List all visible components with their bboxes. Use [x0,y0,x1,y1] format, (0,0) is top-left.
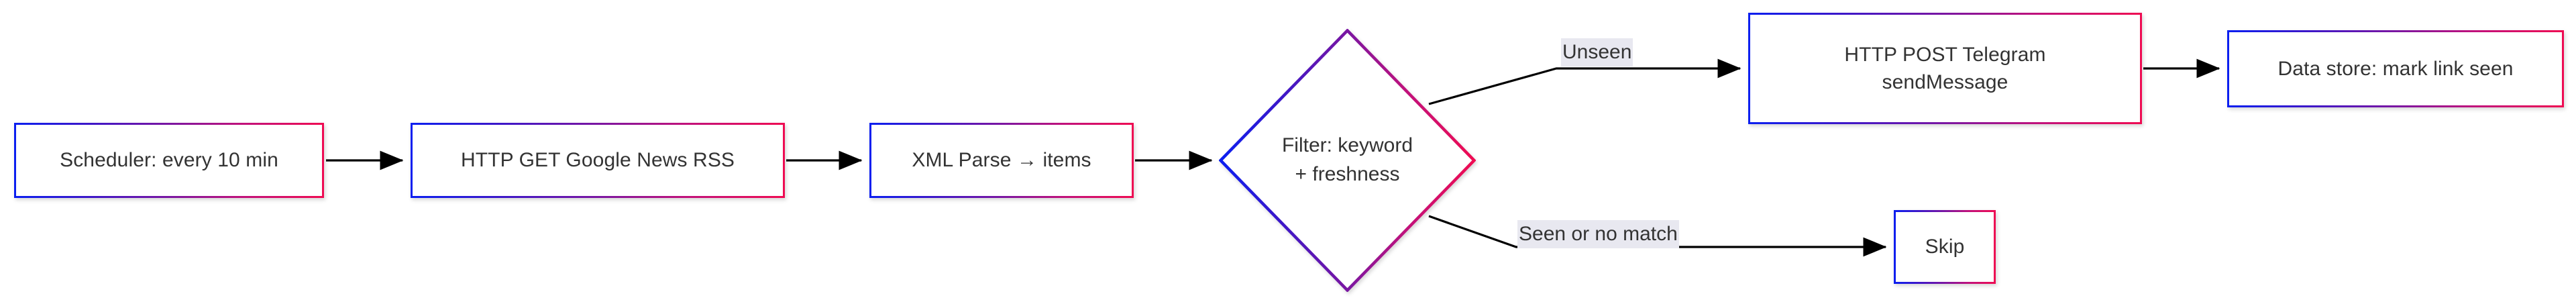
node-telegram-label-line1: HTTP POST Telegram [1844,43,2046,66]
node-skip-inner: Skip [1896,212,1994,282]
node-xml-parse-label: XML Parse → items [912,149,1091,172]
node-skip[interactable]: Skip [1894,210,1996,284]
edge-label-seen-or-no-match: Seen or no match [1517,220,1679,249]
node-scheduler-inner: Scheduler: every 10 min [16,125,322,196]
node-scheduler[interactable]: Scheduler: every 10 min [14,123,324,198]
node-data-store[interactable]: Data store: mark link seen [2227,30,2564,107]
node-telegram[interactable]: HTTP POST Telegram sendMessage [1748,13,2142,124]
node-xml-parse[interactable]: XML Parse → items [869,123,1134,198]
node-telegram-label-line2: sendMessage [1882,71,2008,93]
node-http-get-label: HTTP GET Google News RSS [460,149,735,172]
node-filter[interactable]: Filter: keyword + freshness [1219,29,1476,292]
node-http-get-inner: HTTP GET Google News RSS [413,125,783,196]
node-data-store-inner: Data store: mark link seen [2229,32,2562,105]
edge-label-unseen: Unseen [1561,38,1633,67]
node-filter-shape [1219,29,1476,292]
node-telegram-inner: HTTP POST Telegram sendMessage [1750,15,2140,122]
node-skip-label: Skip [1925,236,1965,258]
node-http-get[interactable]: HTTP GET Google News RSS [411,123,785,198]
node-scheduler-label: Scheduler: every 10 min [60,149,278,172]
node-data-store-label: Data store: mark link seen [2277,57,2514,80]
node-xml-parse-inner: XML Parse → items [871,125,1132,196]
